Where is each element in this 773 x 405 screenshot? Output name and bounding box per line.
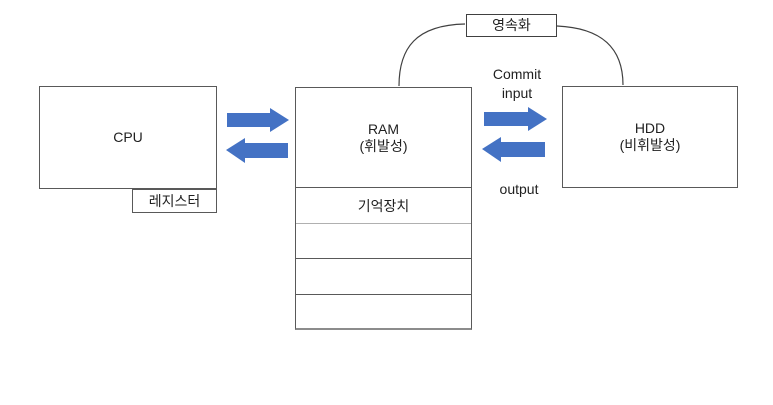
ram-to-persistence-curve [398, 23, 466, 87]
ram-label: RAM [367, 120, 400, 137]
memory-row-label: 기억장치 [357, 197, 410, 214]
ram-to-cpu-arrow-left-icon [226, 138, 288, 163]
register-box: 레지스터 [132, 189, 217, 213]
ram-volatility-label: (휘발성) [359, 137, 408, 154]
cpu-label: CPU [113, 129, 143, 145]
hdd-label: HDD [634, 120, 666, 136]
memory-row-empty [296, 224, 471, 259]
cpu-to-ram-arrow-right-icon [227, 108, 289, 132]
cpu-box: CPU [39, 86, 217, 189]
hdd-label-group: HDD (비휘발성) [620, 120, 681, 154]
memory-row-labelled: 기억장치 [296, 188, 471, 224]
memory-row-empty [296, 295, 471, 328]
ram-memory-stack: 기억장치 [295, 188, 472, 330]
persistence-label: 영속화 [492, 17, 531, 33]
hdd-box: HDD (비휘발성) [562, 86, 738, 188]
ram-label-group: RAM (휘발성) [360, 121, 408, 155]
register-label: 레지스터 [148, 192, 201, 209]
ram-box: RAM (휘발성) [295, 87, 472, 188]
memory-row-empty [296, 259, 471, 295]
persistence-box: 영속화 [466, 14, 557, 37]
hdd-to-ram-arrow-left-icon [482, 137, 545, 162]
input-label: input [501, 85, 533, 101]
output-label: output [499, 181, 539, 197]
ram-to-hdd-arrow-right-icon [484, 107, 547, 131]
commit-label: Commit [492, 66, 542, 82]
hdd-volatility-label: (비휘발성) [619, 137, 681, 153]
